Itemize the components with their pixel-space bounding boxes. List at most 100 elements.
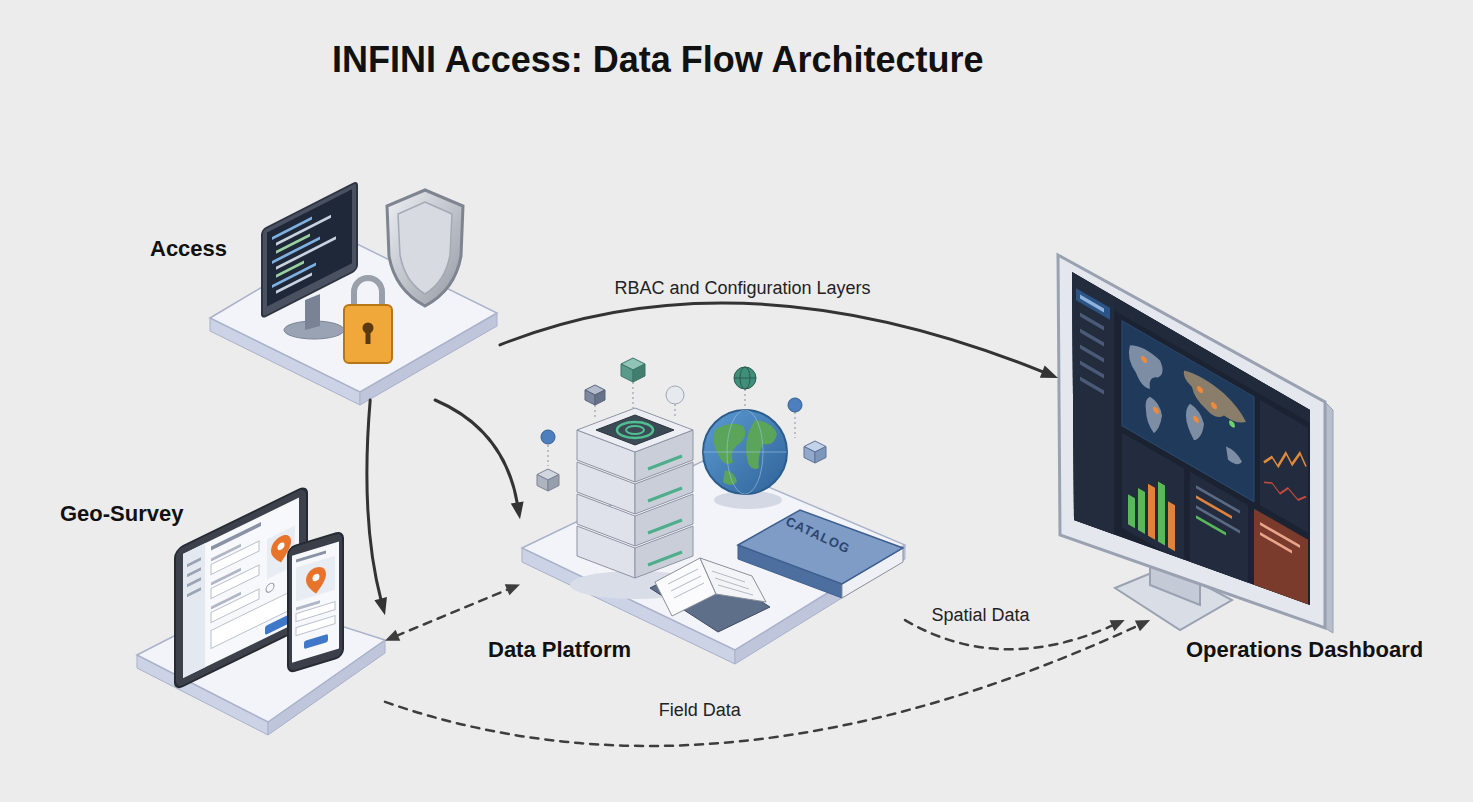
floating-data-objects-part (675, 404, 676, 418)
survey-phone-part-part (292, 541, 339, 662)
floating-data-objects-part (595, 405, 596, 420)
open-book-part (668, 569, 698, 584)
padlock-part (366, 330, 371, 344)
arrow-head (385, 630, 400, 641)
dashboard-monitor-part-part (1072, 267, 1312, 670)
padlock-part (354, 278, 382, 308)
access-connector (435, 400, 523, 519)
data-flow-connector (385, 620, 1150, 746)
globe-part (723, 470, 737, 485)
edge-label: Spatial Data (931, 606, 1029, 626)
floating-data-objects-part (745, 389, 746, 408)
catalog-book-part (738, 510, 903, 584)
server-stack-part (648, 552, 682, 565)
dashboard-monitor-part-part-part (1128, 494, 1135, 528)
floating-data-objects-part (666, 386, 684, 404)
dashboard-monitor-part-part-part (1197, 385, 1203, 394)
server-stack-part (648, 520, 682, 533)
floating-data-objects-part (788, 398, 802, 412)
globe-part (746, 420, 777, 469)
dashboard-monitor-part-part-part (1260, 400, 1308, 533)
padlock (344, 278, 392, 363)
node-label: Access (150, 237, 227, 261)
survey-tablet-part-part (187, 587, 201, 597)
padlock-part (344, 305, 392, 363)
connector-line (396, 589, 509, 636)
connector-line (435, 400, 517, 505)
survey-tablet-part-part (183, 543, 205, 678)
survey-phone-part-part (306, 564, 326, 596)
floating-data-objects-part (595, 390, 605, 405)
arrow-head (505, 584, 520, 595)
security-shield (387, 190, 463, 306)
dashboard-monitor-part-part-part (1080, 329, 1104, 347)
node-label: Operations Dashboard (1186, 638, 1423, 662)
survey-phone-part-part (304, 634, 328, 649)
server-stack-part (617, 422, 653, 438)
dashboard-monitor-part-part-part (1072, 272, 1114, 546)
diagram-title: INFINI Access: Data Flow Architecture (332, 40, 984, 80)
dashboard-monitor-part-part-part (1190, 472, 1248, 600)
dashboard-monitor-part-part-part (1141, 355, 1147, 364)
access-monitor (262, 182, 357, 339)
floating-data-objects-part (734, 367, 756, 389)
dashboard-monitor-part-part-part (1186, 402, 1204, 446)
dashboard-monitor-part-part-part (1264, 432, 1306, 486)
dashboard-monitor-part-part-part (1226, 446, 1242, 468)
access-monitor-part (262, 182, 357, 318)
dashboard-monitor-part-part-part (1193, 415, 1199, 424)
dashboard-monitor-part-part-part (1158, 481, 1165, 545)
access-monitor-part-part (276, 236, 336, 270)
survey-phone-part-part-part (313, 573, 320, 582)
open-book-part (674, 583, 704, 598)
survey-tablet-part-part (183, 498, 299, 679)
survey-tablet-part-part (187, 567, 201, 577)
data-flow-connector (385, 584, 520, 641)
dashboard-monitor-part-part-part (1229, 419, 1235, 428)
node-label: Geo-Survey (60, 502, 184, 526)
server-stack-part (648, 488, 682, 501)
access-monitor-part-part (267, 189, 352, 306)
arrow-head (511, 501, 524, 519)
node-label: Data Platform (488, 638, 631, 662)
dashboard-monitor-part-part-part (1080, 313, 1104, 331)
floating-data-objects-part (633, 382, 634, 408)
dashboard-monitor-part-part-part (1264, 472, 1306, 508)
survey-tablet-part-part-part (278, 541, 285, 551)
survey-tablet-part-part (187, 577, 201, 587)
globe (703, 410, 787, 509)
connector-line (385, 625, 1139, 746)
component-node: Operations Dashboard (1058, 255, 1325, 620)
globe-part (703, 410, 787, 494)
data-platform-base-part (522, 460, 905, 650)
open-book-part (712, 571, 745, 582)
component-node: Access (205, 175, 500, 400)
survey-phone-part-part (288, 531, 343, 673)
floating-data-objects-part (541, 430, 555, 444)
dashboard-monitor-part-part-part (1122, 433, 1184, 564)
access-monitor-part-part (276, 215, 331, 246)
survey-phone-part-part-part (306, 564, 326, 596)
dashboard-monitor-part-part-part (1254, 509, 1308, 635)
open-book-part (715, 578, 749, 589)
globe-part (703, 452, 787, 453)
floating-data-objects-part (804, 447, 815, 464)
dashboard-monitor-part (1072, 267, 1312, 670)
survey-tablet-part-part (187, 557, 201, 567)
open-book-part (671, 576, 701, 591)
dashboard-monitor-part-part-part (1080, 295, 1104, 313)
server-stack-part (648, 456, 682, 469)
server-stack-part (596, 415, 674, 445)
access-monitor-part-part (276, 261, 304, 278)
floating-data-objects-part (815, 447, 826, 464)
edge-label: Field Data (659, 701, 741, 721)
dashboard-monitor-part-part-part (1196, 515, 1226, 535)
arrow-head (374, 597, 387, 615)
floating-data-objects-part (795, 412, 796, 438)
dashboard-monitor-part-part-part (1260, 532, 1292, 553)
open-book (650, 558, 770, 632)
survey-phone-part (288, 531, 343, 673)
survey-phone-part-part (296, 616, 335, 636)
